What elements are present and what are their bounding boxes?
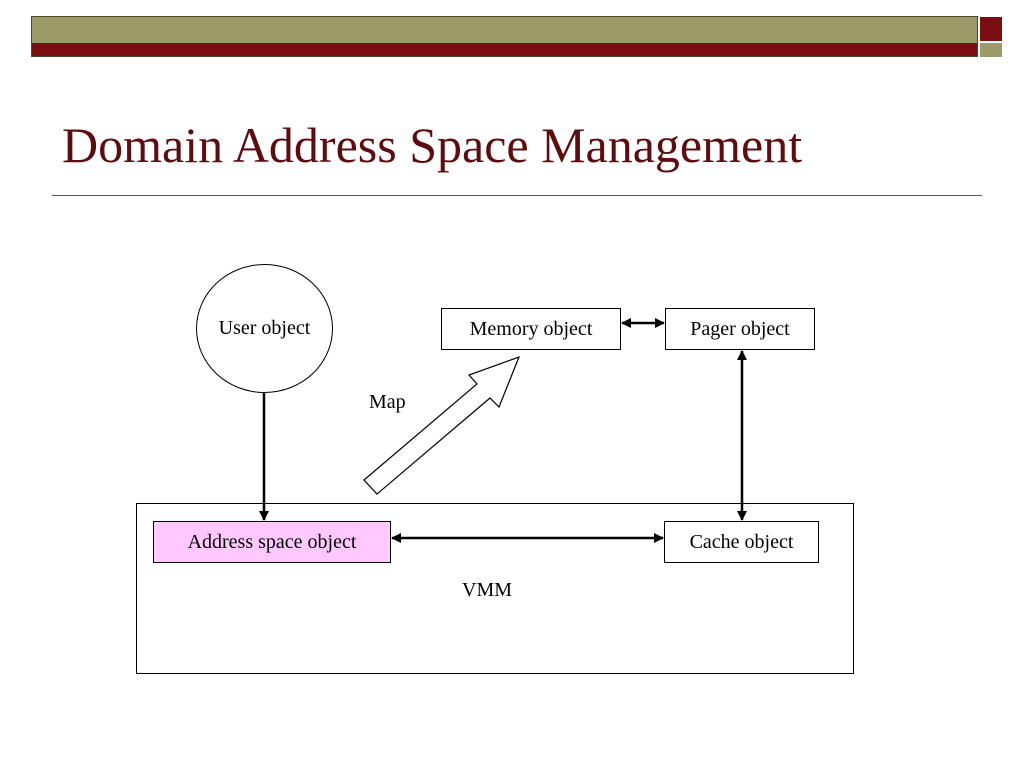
address-space-object-node: Address space object [153, 521, 391, 563]
map-block-arrow [363, 355, 521, 495]
pager-object-node: Pager object [665, 308, 815, 350]
vmm-label: VMM [462, 579, 513, 601]
header-bar-olive [32, 17, 978, 43]
slide-title: Domain Address Space Management [62, 117, 803, 173]
memory-object-node: Memory object [441, 308, 621, 350]
title-underline [52, 195, 982, 196]
map-label: Map [369, 391, 406, 413]
pager-object-label: Pager object [690, 317, 790, 340]
vmm-container [136, 503, 854, 674]
user-object-node: User object [196, 264, 333, 393]
memory-object-label: Memory object [469, 317, 593, 340]
cache-object-node: Cache object [664, 521, 819, 563]
cache-object-label: Cache object [689, 530, 794, 553]
header-square-olive [980, 43, 1002, 57]
user-object-label: User object [218, 317, 311, 339]
header-square-maroon [980, 17, 1002, 41]
header-bar-maroon [32, 43, 978, 57]
address-space-object-label: Address space object [187, 530, 357, 553]
